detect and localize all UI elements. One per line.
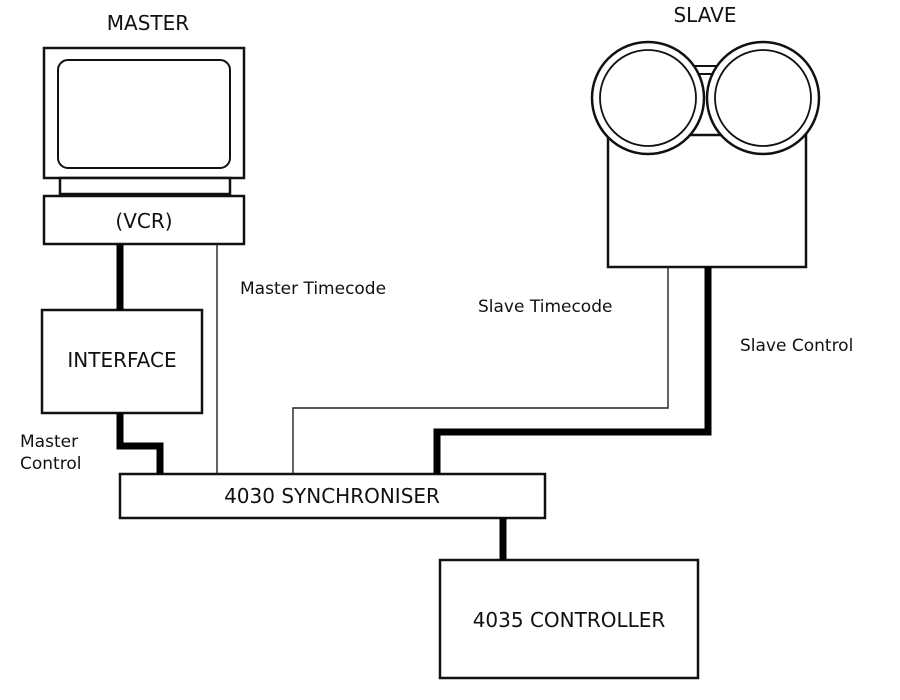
vcr-label: (VCR) [115, 209, 172, 233]
synchroniser-box [118, 472, 547, 520]
vcr-box [42, 194, 246, 246]
monitor-stand [58, 176, 232, 196]
master-monitor [42, 46, 246, 196]
master-control-label-line1: Master [20, 432, 78, 452]
synchroniser-label: 4030 SYNCHRONISER [224, 484, 440, 508]
monitor-screen [57, 59, 231, 169]
master-control-link [116, 413, 164, 474]
slave-title: SLAVE [673, 3, 736, 27]
right-reel-inner [714, 49, 812, 147]
slave-body [606, 133, 808, 269]
controller-label: 4035 CONTROLLER [473, 608, 666, 632]
slave-control-label: Slave Control [740, 336, 853, 356]
left-reel-inner [599, 49, 697, 147]
slave-machine [590, 40, 821, 269]
master-timecode-label: Master Timecode [240, 279, 386, 299]
slave-timecode-label: Slave Timecode [478, 297, 612, 317]
master-control-label-line2: Control [20, 454, 81, 474]
master-title: MASTER [107, 11, 189, 35]
interface-label: INTERFACE [67, 348, 176, 372]
slave-control-link [433, 267, 712, 474]
controller-box [438, 558, 700, 680]
slave-timecode-link [292, 267, 669, 474]
